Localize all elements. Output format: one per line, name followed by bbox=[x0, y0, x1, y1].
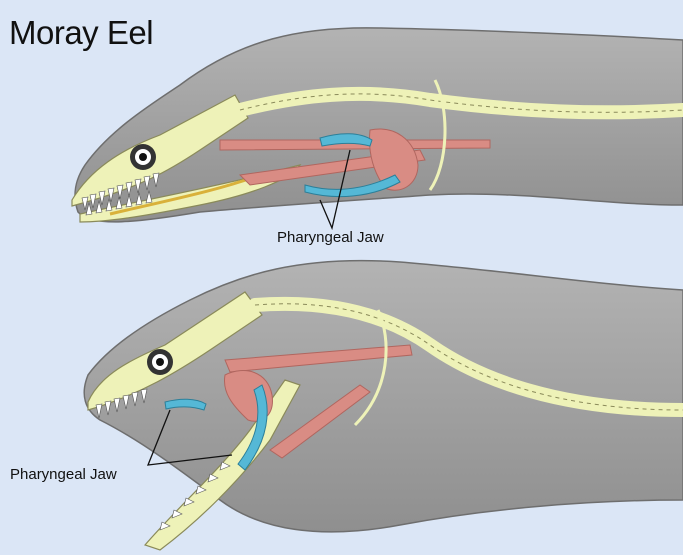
pharyngeal-jaw-label-top: Pharyngeal Jaw bbox=[277, 229, 384, 246]
top-eye bbox=[130, 144, 156, 170]
bottom-pharyngeal-lower bbox=[237, 384, 268, 471]
bottom-muscle-lower bbox=[269, 384, 371, 459]
top-eel bbox=[71, 27, 683, 231]
top-pharyngeal-muscle bbox=[369, 128, 419, 191]
top-eel-body bbox=[74, 27, 683, 223]
bottom-eye bbox=[147, 349, 173, 375]
bottom-rib bbox=[353, 309, 388, 427]
bottom-muscle-band bbox=[224, 344, 413, 373]
diagram-title: Moray Eel bbox=[9, 14, 154, 51]
top-callout-lines bbox=[319, 149, 351, 231]
bottom-upper-teeth bbox=[95, 388, 148, 419]
top-rib bbox=[428, 79, 447, 191]
bottom-eel bbox=[83, 259, 683, 551]
bottom-callout-lines bbox=[146, 409, 233, 466]
top-pharyngeal-upper bbox=[319, 133, 373, 147]
top-upper-teeth bbox=[81, 172, 160, 211]
top-spine bbox=[233, 86, 683, 120]
bottom-pharyngeal-upper bbox=[164, 398, 207, 411]
bottom-spine-outline bbox=[254, 303, 683, 411]
top-lower-teeth bbox=[85, 189, 153, 216]
top-pharyngeal-lower bbox=[304, 174, 401, 198]
pharyngeal-jaw-label-bottom: Pharyngeal Jaw bbox=[10, 466, 117, 483]
bottom-lower-teeth bbox=[159, 461, 231, 531]
bottom-eel-body bbox=[83, 259, 683, 533]
